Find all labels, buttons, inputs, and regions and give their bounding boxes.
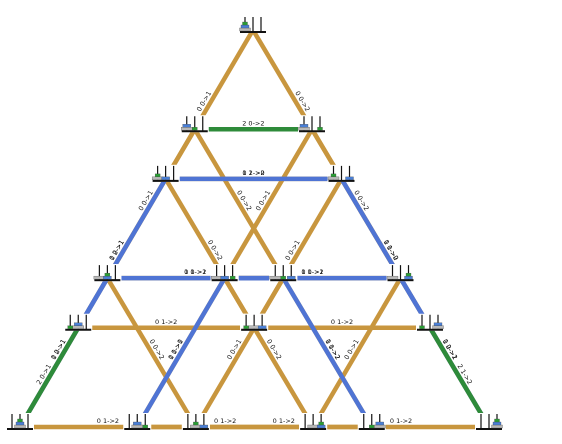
edge-label: 0 1->2 [242, 169, 264, 177]
edge-disk0-220-221 [310, 275, 403, 430]
edge-disk0-200-201 [222, 127, 315, 281]
disk-0 [419, 325, 425, 329]
disk-0 [280, 275, 286, 280]
disk-2 [298, 127, 310, 131]
disk-0 [193, 421, 199, 426]
disk-0 [17, 418, 23, 423]
edge-disk1-102-122 [281, 275, 374, 430]
state-node-222 [475, 413, 503, 430]
state-node-000 [239, 16, 267, 33]
disk-2 [14, 424, 26, 429]
edge-disk2-011-111 [17, 325, 81, 430]
state-node-011 [64, 313, 93, 331]
disk-2 [181, 127, 193, 131]
state-node-022 [416, 313, 444, 331]
edge-label: 0 1->2 [97, 417, 119, 425]
edge-disk0-120-121 [193, 275, 286, 430]
disk-1 [433, 322, 443, 326]
disk-1 [199, 424, 209, 429]
state-node-110 [93, 264, 122, 282]
disk-0 [369, 424, 375, 429]
edge-label: 0 1->2 [184, 268, 206, 276]
disk-1 [103, 275, 112, 280]
disk-1 [257, 325, 267, 329]
disk-0 [242, 21, 248, 26]
disk-0 [104, 272, 111, 277]
state-node-221 [299, 413, 328, 430]
disk-1 [182, 124, 191, 128]
disk-0 [229, 275, 236, 280]
edge-disk0-210-212 [222, 275, 316, 430]
edge-label: 0 1->2 [214, 417, 236, 425]
disk-1 [316, 424, 326, 429]
disk-0 [494, 418, 500, 423]
disk-0 [142, 424, 148, 429]
edge-label: 2 0->2 [242, 119, 264, 127]
disk-1 [299, 124, 309, 128]
disk-0 [330, 173, 337, 178]
disk-1 [492, 421, 502, 426]
disk-1 [161, 176, 170, 181]
disk-2 [93, 275, 106, 280]
edge-disk0-110-112 [105, 275, 199, 430]
edge-label: 0 1->2 [301, 268, 323, 276]
edge-label: 1 0->1 [301, 268, 323, 276]
state-node-220 [386, 264, 415, 282]
disk-1 [240, 24, 250, 29]
disk-0 [154, 173, 161, 178]
disk-1 [74, 322, 83, 326]
edge-label: 1 2->0 [242, 169, 264, 177]
disk-2 [491, 424, 503, 429]
state-node-122 [357, 413, 386, 430]
edge-label: 0 1->2 [331, 318, 353, 326]
disk-1 [404, 275, 413, 280]
state-node-120 [269, 264, 298, 282]
state-node-211 [123, 413, 152, 430]
disk-2 [386, 275, 399, 280]
disk-2 [131, 424, 143, 429]
disk-0 [192, 127, 198, 131]
disk-2 [239, 27, 251, 32]
state-node-200 [298, 115, 326, 133]
disk-2 [72, 325, 84, 329]
edge-disk2-022-222 [427, 325, 492, 430]
state-node-100 [180, 115, 209, 133]
disk-0 [67, 325, 73, 329]
edge-disk0-100-102 [192, 127, 286, 281]
edge-disk1-201-211 [135, 275, 227, 430]
disk-2 [327, 176, 340, 181]
disk-0 [243, 325, 249, 329]
state-node-010 [151, 164, 180, 182]
edge-label: 1 0->1 [184, 268, 206, 276]
disk-1 [287, 275, 296, 280]
disk-2 [269, 275, 281, 280]
edges-layer [17, 27, 492, 430]
state-node-020 [327, 164, 356, 182]
state-nodes-layer [6, 16, 503, 430]
disk-0 [318, 421, 324, 426]
disk-1 [375, 421, 384, 426]
disk-1 [133, 421, 142, 426]
disk-0 [317, 127, 323, 131]
disk-2 [432, 325, 444, 329]
disk-1 [345, 176, 354, 181]
edge-label: 0 1->2 [273, 417, 295, 425]
state-node-210 [210, 264, 239, 282]
state-node-121 [181, 413, 210, 430]
disk-2 [374, 424, 386, 429]
state-node-021 [240, 313, 269, 331]
disk-1 [220, 275, 229, 280]
edge-label: 0 1->2 [390, 417, 412, 425]
edge-label: 0 1->2 [155, 318, 177, 326]
disk-0 [405, 272, 412, 277]
disk-1 [15, 421, 25, 426]
state-node-111 [6, 413, 34, 430]
